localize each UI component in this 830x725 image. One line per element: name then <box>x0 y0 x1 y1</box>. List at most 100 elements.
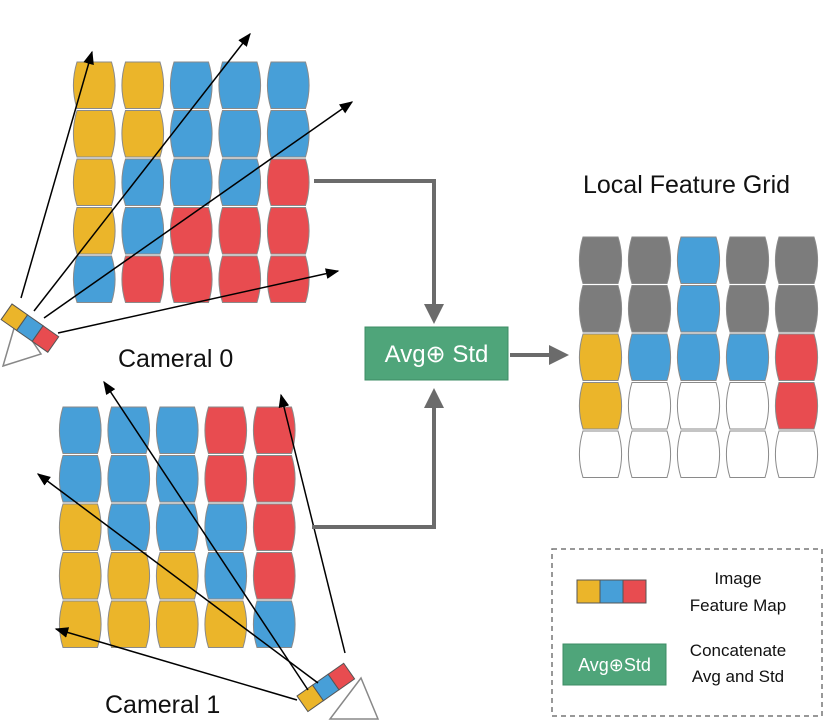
local-grid-cell-gray <box>578 236 623 284</box>
camera0-cell-blue <box>266 61 310 109</box>
avg-std-box: Avg⊕ Std <box>364 326 509 381</box>
local-grid-cell-gray <box>774 285 819 333</box>
local-grid-cell-blue <box>676 236 721 284</box>
local-grid-cell-gray <box>774 236 819 284</box>
camera0-cell-blue <box>218 110 262 158</box>
camera1-cell-red <box>252 503 296 551</box>
camera0-cell-blue <box>121 207 165 255</box>
local-grid-cell-blue <box>676 333 721 381</box>
camera1-cell-red <box>204 406 248 454</box>
local-grid-cell-gray <box>627 285 672 333</box>
local-grid-cell-gray <box>725 285 770 333</box>
camera1-cell-blue <box>58 406 102 454</box>
local-grid-cell-yellow <box>578 333 623 381</box>
camera0-cell-yellow <box>72 110 116 158</box>
local-grid-cell-empty <box>676 430 721 478</box>
camera0-cell-red <box>218 207 262 255</box>
camera0-cell-red <box>266 207 310 255</box>
camera1-feature-map <box>58 406 296 648</box>
local-grid-cell-red <box>774 333 819 381</box>
local-grid-cell-blue <box>725 333 770 381</box>
camera0-cell-yellow <box>72 158 116 206</box>
local-feature-grid-title: Local Feature Grid <box>583 171 790 199</box>
cam1-to-op-arrow <box>312 388 444 529</box>
camera1-cell-yellow <box>204 600 248 648</box>
camera1-cell-yellow <box>58 600 102 648</box>
camera1-cell-blue <box>204 503 248 551</box>
camera1-cell-blue <box>155 503 199 551</box>
camera1-cell-blue <box>107 503 151 551</box>
camera0-feature-map <box>72 61 310 303</box>
local-grid-cell-empty <box>725 382 770 430</box>
cam0-to-op-arrow <box>314 179 444 324</box>
connector-arrows <box>312 179 569 529</box>
local-grid-cell-gray <box>578 285 623 333</box>
camera1-cell-red <box>252 455 296 503</box>
camera1-cell-yellow <box>107 600 151 648</box>
camera1-cell-red <box>252 406 296 454</box>
camera1-cell-red <box>252 552 296 600</box>
local-grid-cell-yellow <box>578 382 623 430</box>
camera0-rays <box>20 32 354 334</box>
camera0-cell-yellow <box>121 110 165 158</box>
camera1-cell-yellow <box>107 552 151 600</box>
camera1-rays <box>36 380 346 701</box>
camera0-cell-blue <box>72 255 116 303</box>
legend: Image Feature Map Avg⊕Std Concatenate Av… <box>551 548 823 717</box>
camera1-cell-yellow <box>155 552 199 600</box>
camera1-cell-red <box>204 455 248 503</box>
camera1-label: Cameral 1 <box>105 691 220 719</box>
camera1-cell-blue <box>58 455 102 503</box>
camera0-label: Cameral 0 <box>118 345 233 373</box>
local-grid-cell-empty <box>676 382 721 430</box>
camera0-cell-yellow <box>121 61 165 109</box>
camera1-cell-blue <box>155 455 199 503</box>
camera1-cell-yellow <box>58 503 102 551</box>
legend-feature-map-swatch <box>576 579 647 604</box>
camera0-cell-red <box>169 255 213 303</box>
camera0-cell-blue <box>218 158 262 206</box>
camera1-device <box>296 662 380 720</box>
local-feature-grid <box>578 236 819 478</box>
camera0-cell-blue <box>169 158 213 206</box>
camera0-cell-blue <box>169 110 213 158</box>
local-grid-cell-red <box>774 382 819 430</box>
local-grid-cell-empty <box>627 430 672 478</box>
legend-op-desc-line2: Avg and Std <box>692 667 784 686</box>
camera0-cell-blue <box>121 158 165 206</box>
legend-op-swatch <box>562 643 667 686</box>
camera1-cell-blue <box>107 455 151 503</box>
local-grid-cell-empty <box>578 430 623 478</box>
local-grid-cell-gray <box>725 236 770 284</box>
avg-std-label: Avg⊕ Std <box>385 341 489 368</box>
legend-op-desc-line1: Concatenate <box>690 641 786 660</box>
camera0-cell-red <box>169 207 213 255</box>
camera0-cell-blue <box>169 61 213 109</box>
camera0-cell-red <box>121 255 165 303</box>
legend-feature-map-line1: Image <box>714 569 761 588</box>
camera0-cell-yellow <box>72 61 116 109</box>
camera1-cell-blue <box>252 600 296 648</box>
camera1-cell-yellow <box>58 552 102 600</box>
legend-frame <box>551 548 823 717</box>
legend-op-label: Avg⊕Std <box>578 655 651 675</box>
camera1-cell-blue <box>107 406 151 454</box>
local-grid-cell-gray <box>627 236 672 284</box>
camera0-device <box>0 303 60 368</box>
camera0-cell-yellow <box>72 207 116 255</box>
local-grid-cell-blue <box>676 285 721 333</box>
local-grid-cell-empty <box>627 382 672 430</box>
camera1-cell-yellow <box>155 600 199 648</box>
legend-feature-map-line2: Feature Map <box>690 596 786 615</box>
camera0-cell-blue <box>218 61 262 109</box>
camera0-cell-red <box>266 158 310 206</box>
camera0-cell-blue <box>266 110 310 158</box>
local-grid-cell-empty <box>774 430 819 478</box>
camera0-cell-red <box>266 255 310 303</box>
camera1-frustum-icon <box>328 676 380 720</box>
local-grid-cell-empty <box>725 430 770 478</box>
camera1-cell-blue <box>204 552 248 600</box>
camera1-cell-blue <box>155 406 199 454</box>
